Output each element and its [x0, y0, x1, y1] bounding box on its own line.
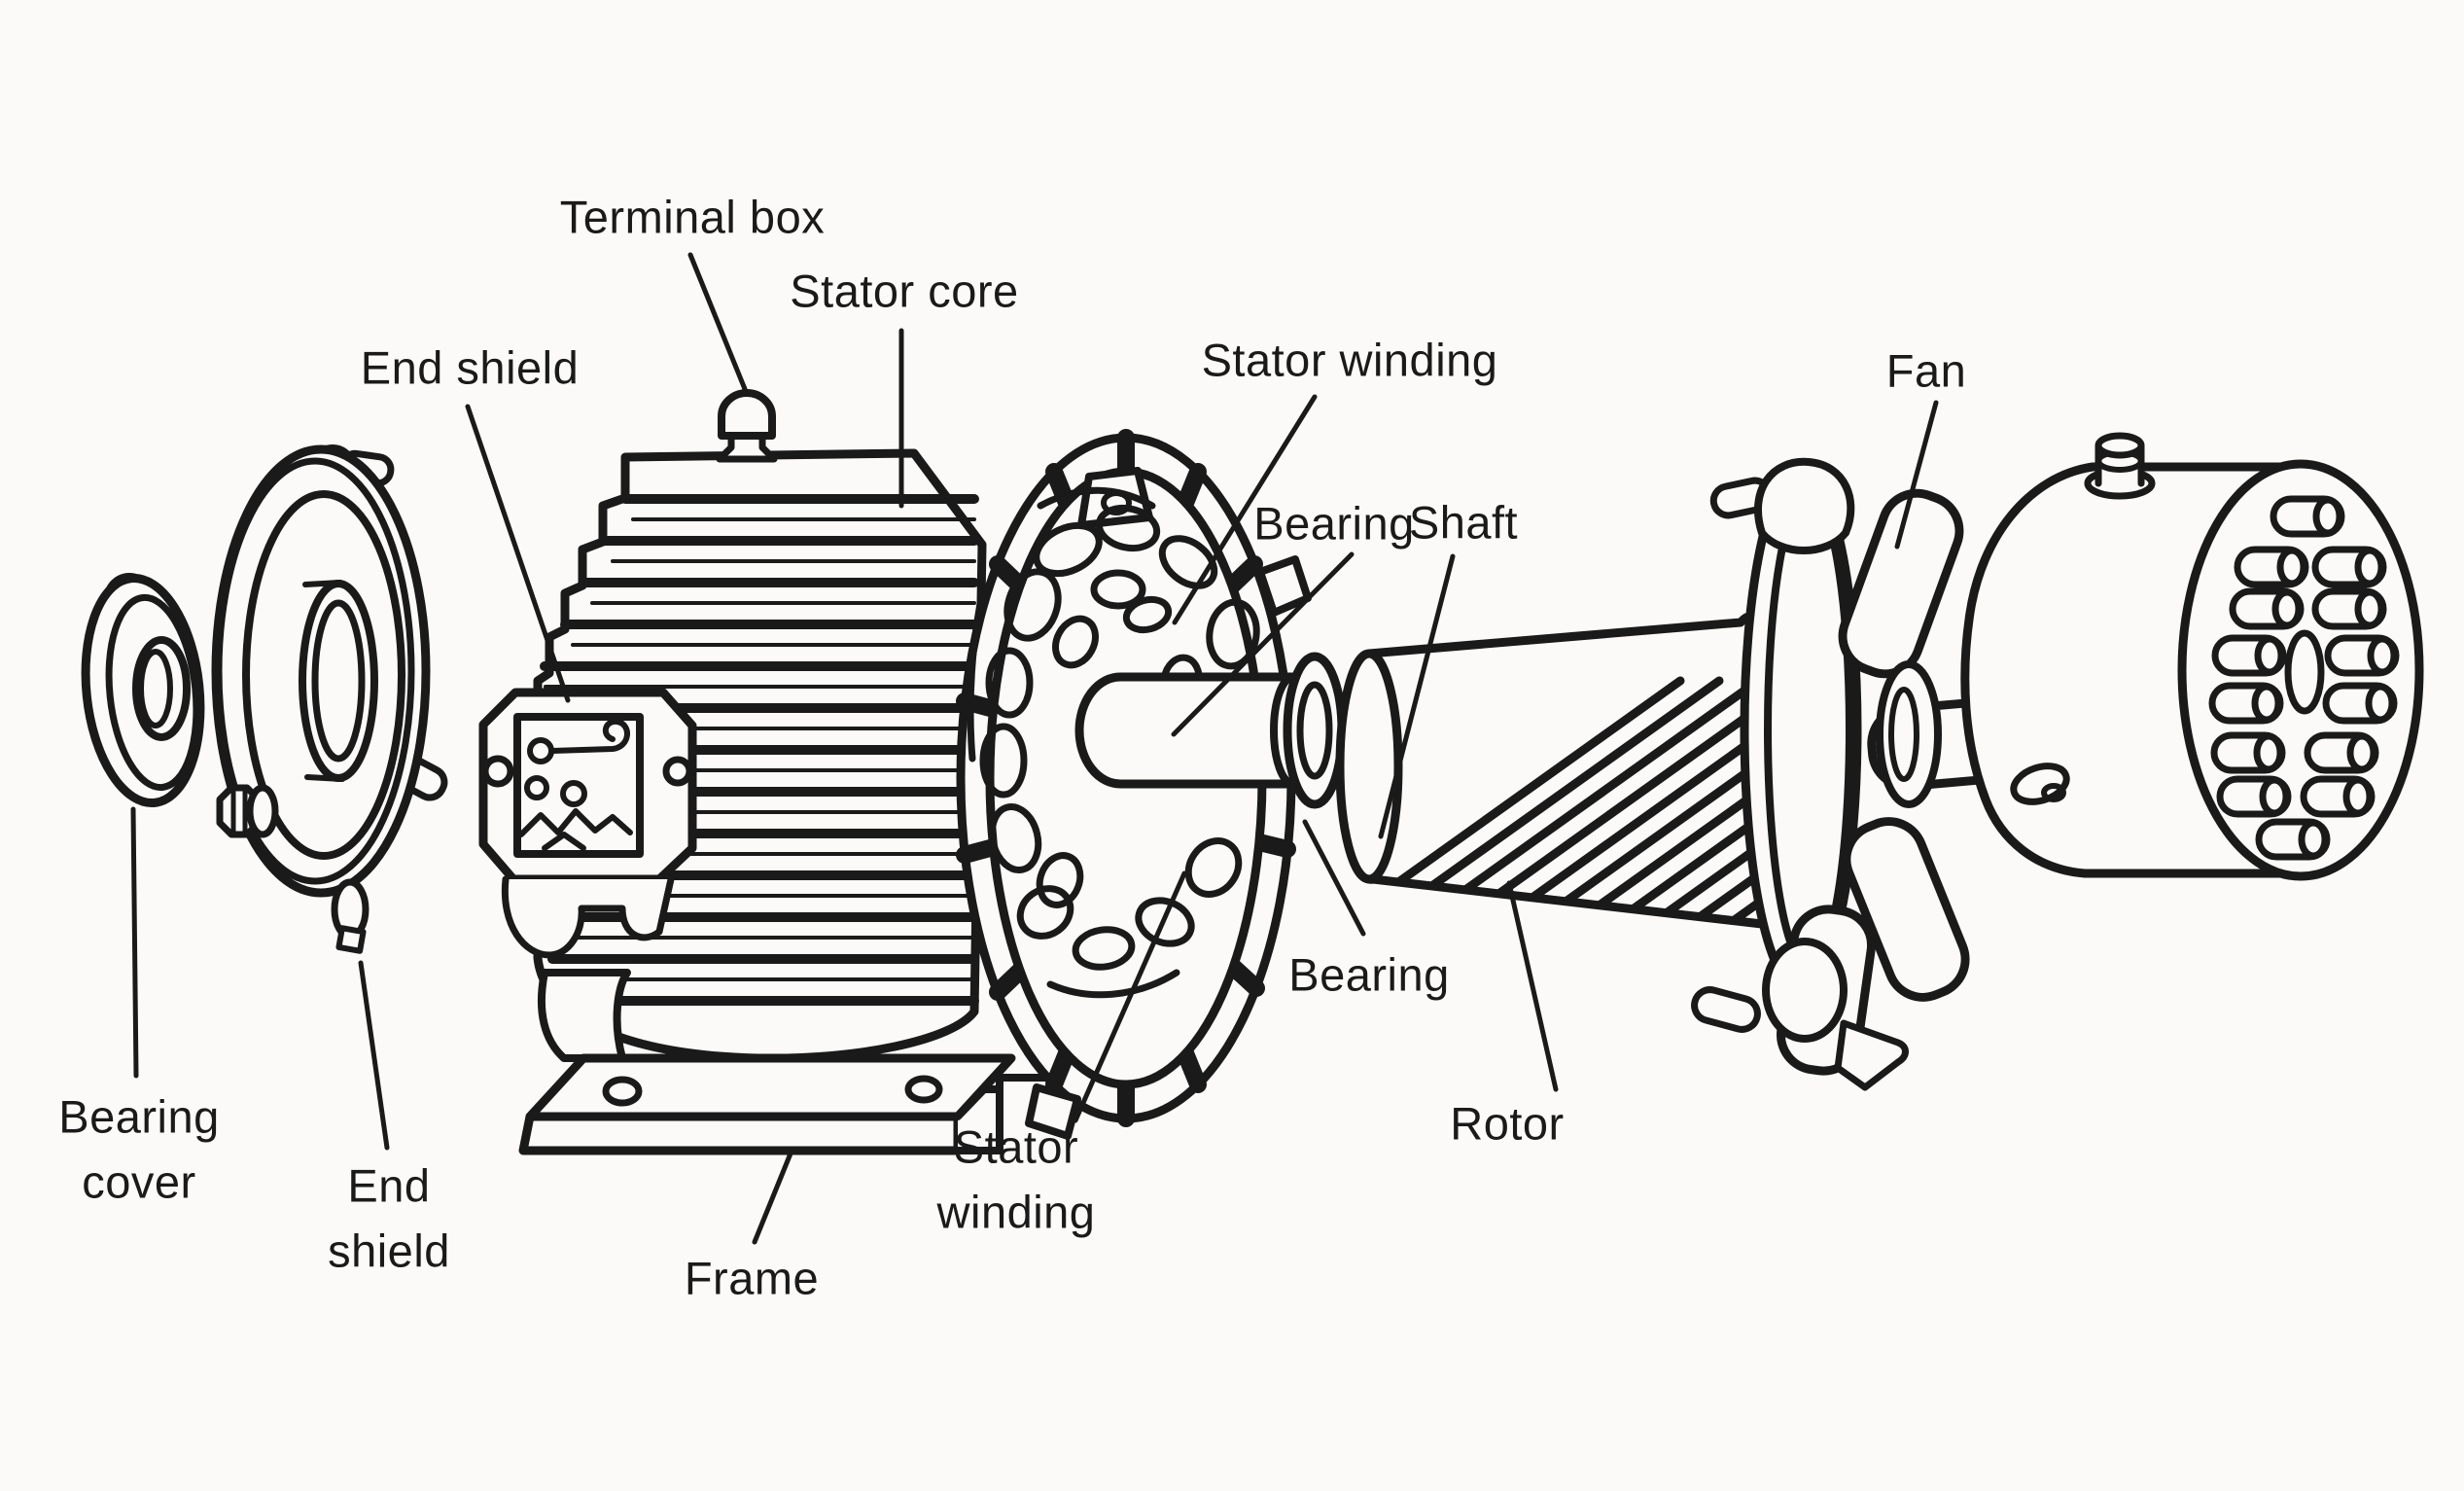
cooling-fins	[533, 494, 979, 1006]
fan-drawing	[1691, 457, 2023, 1091]
label-shaft: Shaft	[1408, 496, 1519, 549]
label-bearing-bottom: Bearing	[1288, 948, 1450, 1001]
bearing-cover-drawing	[81, 573, 205, 808]
label-stator-winding-bottom: Stator winding	[936, 1120, 1096, 1237]
leader-line	[1172, 394, 1318, 625]
leader-line	[752, 1151, 793, 1245]
leader-line	[1506, 880, 1559, 1092]
label-fan: Fan	[1885, 344, 1967, 397]
shaft-drawing	[1074, 672, 1317, 789]
label-rotor: Rotor	[1450, 1097, 1565, 1150]
leader-lines	[130, 252, 1939, 1245]
end-shield-drawing	[211, 444, 448, 954]
terminal-dome	[716, 389, 778, 463]
label-bearing-cover: Bearing cover	[58, 1090, 220, 1207]
label-stator-winding-top: Stator winding	[1201, 334, 1498, 386]
leader-line	[1378, 553, 1456, 839]
leader-line	[1073, 870, 1187, 1123]
label-terminal-box: Terminal box	[559, 191, 826, 243]
hex-bolt	[216, 784, 279, 838]
frame-drawing	[478, 389, 1122, 1155]
label-frame: Frame	[684, 1252, 820, 1304]
leader-line	[465, 404, 571, 703]
front-bearing-drawing	[1283, 652, 1347, 809]
leader-line	[687, 252, 748, 392]
leader-line	[1894, 400, 1939, 550]
stator-core-drawing	[956, 429, 1347, 1140]
leader-line	[130, 806, 139, 1079]
end-cover-drawing	[1960, 432, 2424, 881]
leader-line	[1171, 551, 1355, 737]
leader-line	[358, 960, 390, 1151]
terminal-box-drawing	[478, 688, 697, 959]
label-bearing-top: Bearing	[1253, 497, 1415, 550]
label-end-shield-top: End shield	[360, 341, 580, 394]
leader-line	[1302, 819, 1366, 937]
label-stator-core: Stator core	[790, 265, 1019, 317]
mounting-foot	[518, 1053, 1016, 1155]
cover-peg	[2084, 432, 2156, 500]
label-end-shield-bottom: End shield	[328, 1159, 450, 1276]
